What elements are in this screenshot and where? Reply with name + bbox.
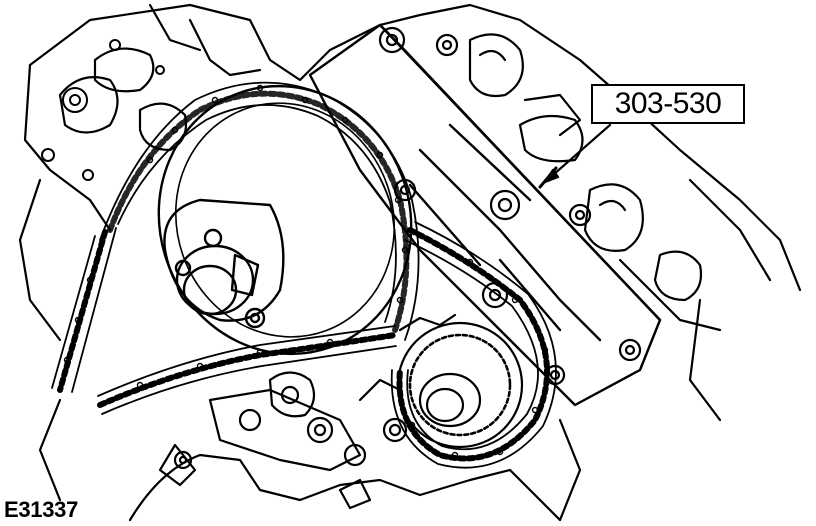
- chain-tensioner: [208, 371, 408, 472]
- camshaft-holding-tool: [308, 23, 662, 407]
- tool-bolts: [378, 26, 642, 386]
- tool-callout-box: 303-530: [591, 84, 745, 124]
- crankshaft-sprocket: [396, 313, 524, 449]
- head-bolt-holes: [41, 39, 165, 181]
- figure-id-label: E31337: [4, 497, 79, 522]
- lower-block: [38, 298, 722, 522]
- tool-number-label: 303-530: [614, 87, 722, 120]
- timing-chain: [51, 81, 557, 469]
- camshaft-sprocket: [157, 84, 413, 356]
- chain-link-pins: [63, 84, 549, 459]
- camshaft-journals: [468, 33, 772, 332]
- callout-leader: [538, 123, 612, 189]
